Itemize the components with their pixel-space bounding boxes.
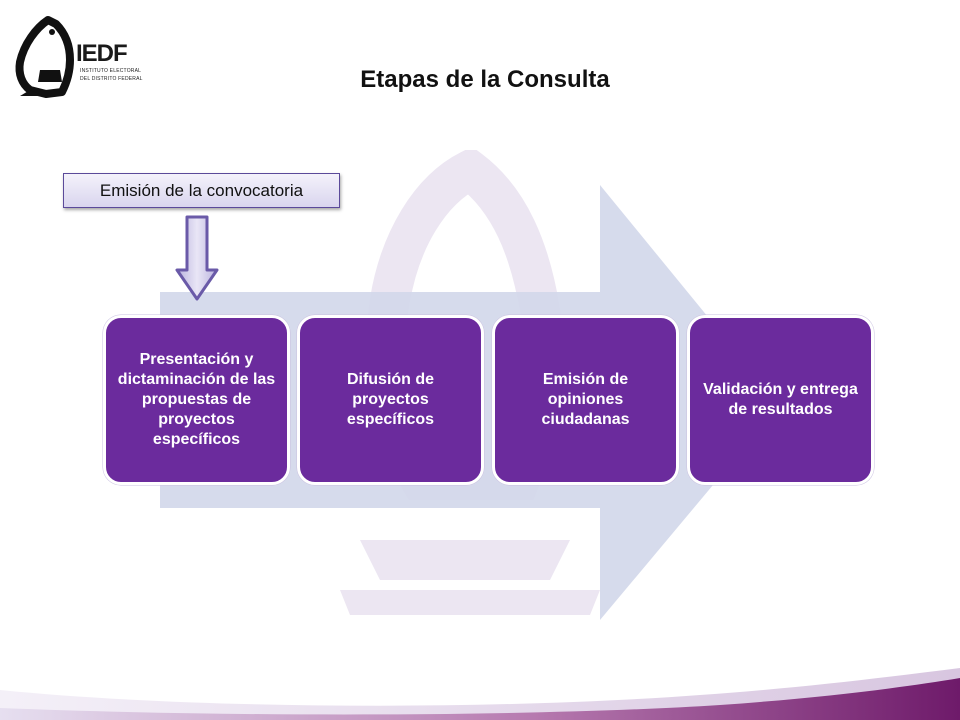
bottom-swoosh-decoration bbox=[0, 668, 960, 720]
down-arrow-icon bbox=[175, 215, 219, 301]
stage-difusion: Difusión de proyectos específicos bbox=[297, 315, 484, 485]
logo-subtitle-line1: INSTITUTO ELECTORAL bbox=[80, 68, 142, 74]
stage-validacion: Validación y entrega de resultados bbox=[687, 315, 874, 485]
page-title: Etapas de la Consulta bbox=[360, 66, 610, 93]
dove-logo-icon bbox=[15, 16, 74, 98]
stage-presentacion: Presentación y dictaminación de las prop… bbox=[103, 315, 290, 485]
convocatoria-label: Emisión de la convocatoria bbox=[63, 173, 340, 208]
logo-wordmark: IEDF bbox=[76, 40, 128, 67]
logo-subtitle-line2: DEL DISTRITO FEDERAL bbox=[80, 76, 143, 82]
stage-emision-opiniones: Emisión de opiniones ciudadanas bbox=[492, 315, 679, 485]
